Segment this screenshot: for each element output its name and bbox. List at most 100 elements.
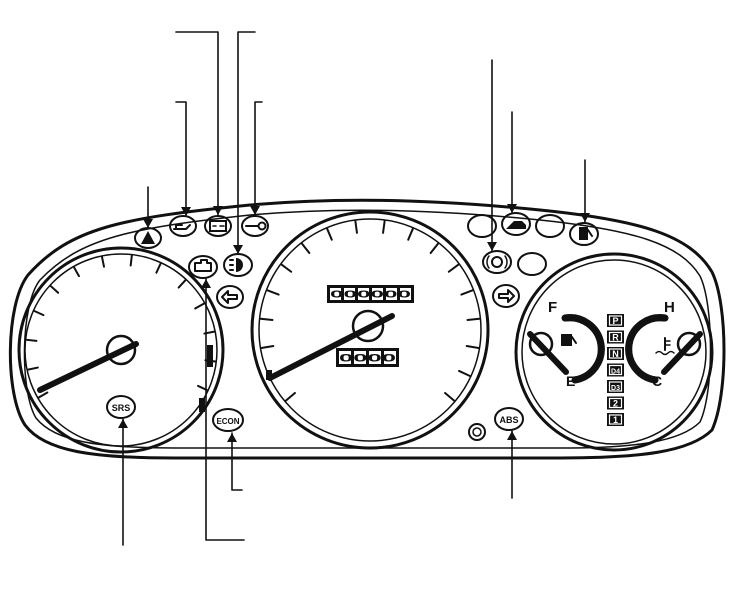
odometer-digit-window xyxy=(339,351,351,364)
gauge-tick xyxy=(25,338,38,342)
brake-system-icon xyxy=(482,250,512,274)
arrowhead xyxy=(507,204,517,213)
cluster-housing-inner xyxy=(23,209,712,449)
indicator-blank-1 xyxy=(467,214,497,238)
econ-label: ECON xyxy=(216,417,239,426)
reset-knob xyxy=(468,423,486,441)
gauge-tick xyxy=(260,345,275,349)
speedometer xyxy=(250,210,490,450)
arrowhead xyxy=(250,206,260,215)
gauge-tick xyxy=(444,391,456,402)
callout-leader-lines xyxy=(118,31,590,546)
gear-position-label: D3 xyxy=(611,385,620,392)
fuel-gauge-arc xyxy=(561,314,605,384)
gauge-tick xyxy=(100,255,105,268)
arrowhead xyxy=(181,207,191,216)
tachometer-redline-mark xyxy=(207,345,213,367)
gear-position-box xyxy=(607,363,624,377)
gear-position-box xyxy=(607,413,624,426)
temp-hot-label: H xyxy=(664,299,675,316)
gauge-tick xyxy=(447,263,460,273)
temp-gauge-arc xyxy=(625,314,669,384)
arrowhead xyxy=(580,213,590,222)
gauge-tick xyxy=(129,254,133,267)
oil-pressure-icon xyxy=(169,215,197,237)
leader-line xyxy=(175,101,187,217)
gauge-tick xyxy=(284,391,296,402)
temp-gauge-needle xyxy=(661,331,703,375)
gear-position-box xyxy=(607,380,624,393)
arrowhead xyxy=(507,431,517,440)
gear-position-label: D4 xyxy=(611,369,620,376)
leader-line xyxy=(231,432,243,491)
odometer-digit-window xyxy=(372,288,383,300)
gauge-tick xyxy=(300,242,311,255)
gauge-tick xyxy=(33,310,45,317)
gear-position-label: R xyxy=(612,333,619,343)
srs-indicator: SRS xyxy=(106,395,136,419)
coolant-temperature-icon xyxy=(655,337,675,356)
gauge-tick xyxy=(326,227,333,241)
arrowhead xyxy=(233,245,243,254)
trunk-open-icon xyxy=(501,212,531,236)
battery-charge-icon xyxy=(204,215,232,237)
gauge-tick xyxy=(37,391,49,399)
gauge-tick xyxy=(280,263,293,273)
gear-position-box xyxy=(607,314,624,327)
leader-line xyxy=(237,31,256,255)
odometer-digits: 0000 xyxy=(339,353,396,365)
gear-position-label: 1 xyxy=(613,415,618,425)
gauge-tick xyxy=(73,266,80,278)
odometer-digit-window xyxy=(400,288,411,300)
hazard-triangle-icon xyxy=(134,227,162,249)
leader-line xyxy=(205,278,245,541)
gear-position-label: P xyxy=(612,316,618,326)
leader-line xyxy=(254,101,263,216)
gauge-tick xyxy=(49,285,60,294)
arrowhead xyxy=(487,242,497,251)
gauge-tick xyxy=(458,369,471,377)
odometer-digit-window xyxy=(386,288,397,300)
fuel-pump-icon xyxy=(561,334,577,346)
econ-indicator: ECON xyxy=(212,408,244,432)
fuel-full-label: F xyxy=(548,299,557,316)
abs-indicator: ABS xyxy=(494,407,524,431)
gear-position-box xyxy=(607,330,624,344)
arrowhead xyxy=(201,279,211,288)
arrowhead xyxy=(213,206,223,215)
tachometer-ticks xyxy=(25,254,217,399)
arrowhead xyxy=(143,219,153,228)
gauge-tick xyxy=(407,227,414,241)
abs-label: ABS xyxy=(499,415,518,425)
gear-position-label: 2 xyxy=(613,399,618,409)
turn-right-icon xyxy=(492,284,520,308)
gear-position-box xyxy=(607,347,624,360)
check-engine-icon xyxy=(188,255,218,279)
leader-line xyxy=(175,31,219,216)
odometer-digit-window xyxy=(369,351,381,364)
low-fuel-icon xyxy=(569,222,599,246)
gear-position-box xyxy=(607,396,624,410)
odometer-digits: 000000 xyxy=(330,290,412,301)
gauge-tick xyxy=(465,345,480,349)
turn-left-icon xyxy=(216,285,244,309)
gauge-tick xyxy=(382,219,386,234)
gauge-tick xyxy=(177,279,187,289)
gauge-tick xyxy=(155,262,162,274)
odometer-digit-window xyxy=(358,288,369,300)
gauge-tick xyxy=(466,317,481,321)
fuel-gauge-needle xyxy=(527,331,569,375)
high-beam-icon xyxy=(223,253,253,277)
door-key-icon xyxy=(241,215,269,237)
odometer-digit-window xyxy=(354,351,366,364)
odometer-frame xyxy=(336,348,399,367)
arrowhead xyxy=(118,419,128,428)
odometer-display: 000000 0000 xyxy=(327,285,414,367)
gauge-tick xyxy=(194,302,205,310)
odometer-total: 000000 xyxy=(327,285,414,303)
srs-label: SRS xyxy=(112,403,131,413)
fuel-empty-label: E xyxy=(566,373,575,389)
